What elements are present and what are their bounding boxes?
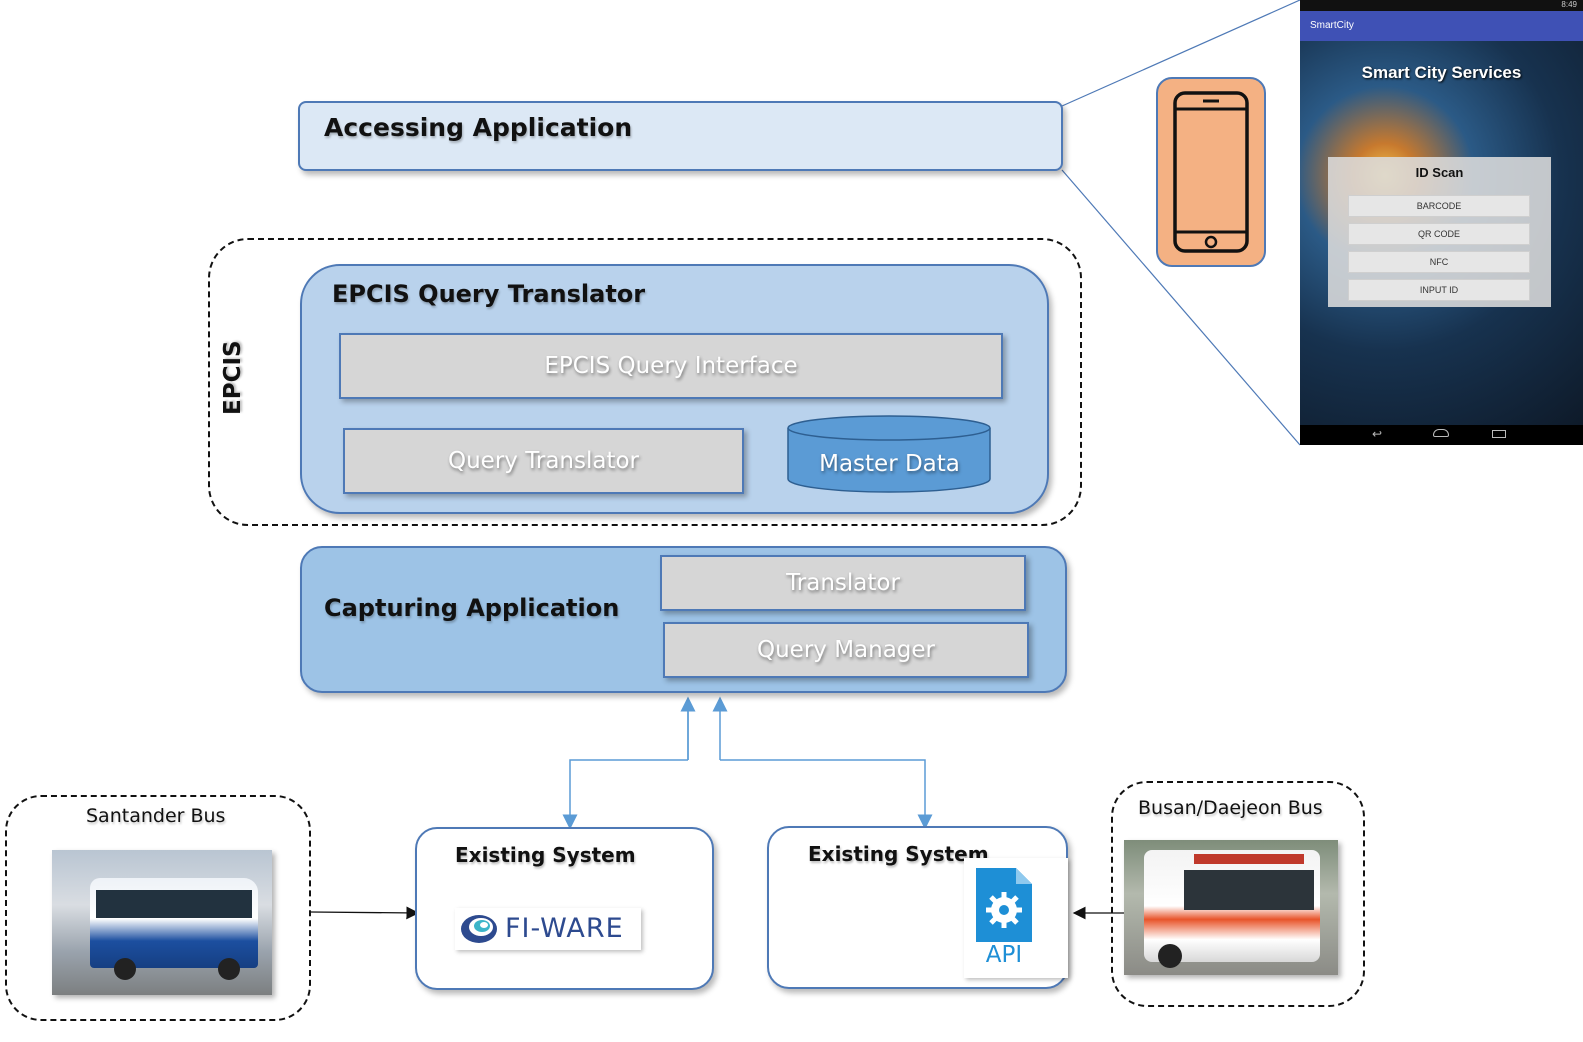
query-manager-box: Query Manager [663, 622, 1029, 678]
existing-system-fiware-title: Existing System [455, 843, 636, 867]
app-name: SmartCity [1310, 20, 1354, 31]
accessing-application-box: Accessing Application [298, 101, 1063, 171]
id-scan-panel: ID Scan BARCODE QR CODE NFC INPUT ID [1328, 157, 1551, 307]
status-bar: 8:49 [1300, 0, 1583, 11]
phone-app-screenshot: 8:49 SmartCity Smart City Services ID Sc… [1300, 0, 1583, 445]
home-icon[interactable] [1433, 429, 1449, 437]
epcis-query-interface: EPCIS Query Interface [339, 333, 1003, 399]
id-scan-title: ID Scan [1415, 165, 1464, 180]
santander-arrow [310, 906, 420, 920]
busan-bus-label: Busan/Daejeon Bus [1138, 797, 1323, 819]
existing-system-api-title: Existing System [808, 842, 989, 866]
recents-icon[interactable] [1492, 430, 1506, 438]
existing-system-fiware: Existing System FI-WARE [415, 827, 714, 990]
query-translator: Query Translator [343, 428, 744, 494]
accessing-application-title: Accessing Application [324, 113, 633, 142]
epcis-group [208, 238, 1082, 526]
app-bar: SmartCity [1300, 11, 1583, 41]
epcis-label: EPCIS [220, 340, 246, 415]
callout-line-top [1061, 0, 1301, 107]
master-data-label: Master Data [819, 451, 960, 477]
busan-bus-group [1111, 781, 1365, 1007]
connector-right [720, 759, 933, 830]
nfc-button[interactable]: NFC [1348, 251, 1530, 273]
santander-bus-group [5, 795, 311, 1021]
back-icon[interactable]: ↩ [1372, 427, 1383, 441]
capturing-application-title: Capturing Application [324, 594, 620, 622]
santander-bus-label: Santander Bus [86, 805, 226, 827]
api-label: API [985, 942, 1023, 968]
status-time: 8:49 [1561, 0, 1577, 9]
bus-sign [1194, 854, 1304, 864]
busan-bus-photo [1124, 840, 1338, 975]
input-id-button[interactable]: INPUT ID [1348, 279, 1530, 301]
nav-bar: ↩ [1300, 425, 1583, 445]
barcode-button[interactable]: BARCODE [1348, 195, 1530, 217]
master-data-cylinder: Master Data [787, 415, 992, 493]
fiware-logo: FI-WARE [455, 908, 641, 950]
epcis-query-translator-title: EPCIS Query Translator [332, 280, 646, 308]
bus-windshield [1184, 870, 1314, 910]
santander-bus-photo [52, 850, 272, 995]
bus-wheel-rear [218, 958, 240, 980]
callout-line-bottom [1061, 169, 1301, 446]
fiware-swirl-icon [461, 915, 497, 943]
bus-windows [96, 890, 252, 918]
bus-wheel [1158, 944, 1182, 968]
fiware-logo-text: FI-WARE [505, 913, 624, 944]
existing-system-api: Existing System API [767, 826, 1068, 989]
api-icon: API [964, 858, 1068, 978]
connector-left [570, 704, 689, 822]
app-heading: Smart City Services [1361, 63, 1522, 82]
qr-code-button[interactable]: QR CODE [1348, 223, 1530, 245]
translator-box: Translator [660, 555, 1026, 611]
bus-wheel-front [114, 958, 136, 980]
phone-icon [1156, 77, 1266, 267]
